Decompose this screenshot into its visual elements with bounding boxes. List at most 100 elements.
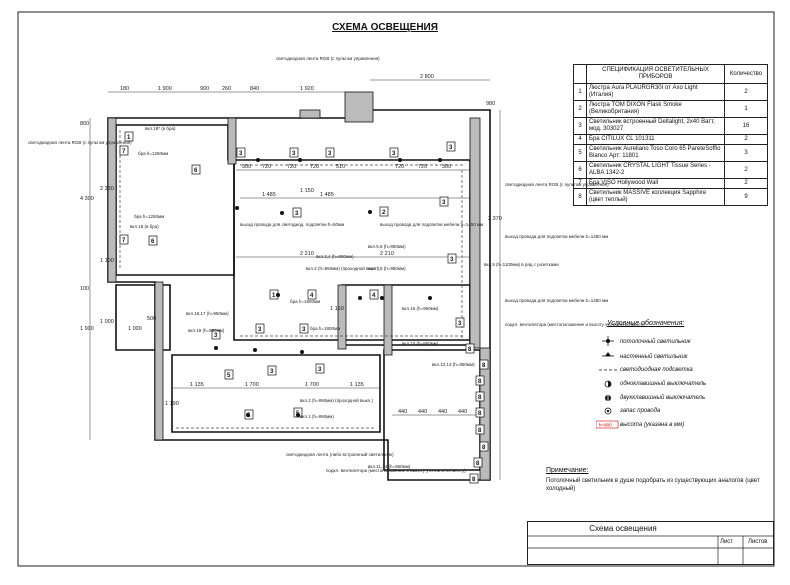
label-led-bottom: светодиодная лента (либо встроенный свет… bbox=[286, 451, 394, 457]
fixture-marker: 4 bbox=[369, 289, 379, 300]
svg-text:6: 6 bbox=[194, 168, 198, 174]
label-sw9: вкл.15 (h=950мм) bbox=[402, 306, 439, 311]
fixture-marker: 4 bbox=[307, 289, 317, 300]
note-title: Примечание: bbox=[546, 467, 589, 474]
fixture-marker: 3 bbox=[267, 365, 277, 376]
svg-text:3: 3 bbox=[328, 151, 332, 157]
label-sw6: вкл.5,6 (h=950мм) bbox=[368, 244, 406, 249]
label-sw12: вкл.12,13 (h=950мм) bbox=[432, 362, 475, 367]
ceiling-light-icon bbox=[296, 413, 300, 417]
label-sw7: вкл.9 (h=1100мм) в ряд с розетками bbox=[484, 262, 559, 267]
fixture-marker: 7 bbox=[119, 145, 129, 156]
dim-text: 1 135 bbox=[190, 382, 204, 388]
svg-text:3: 3 bbox=[392, 151, 396, 157]
dim-text: 440 bbox=[438, 409, 447, 415]
svg-text:3: 3 bbox=[258, 327, 262, 333]
fixture-marker: 8 bbox=[473, 457, 483, 468]
fixture-marker: 3 bbox=[446, 141, 456, 152]
dim-text: 1 135 bbox=[350, 382, 364, 388]
fixture-marker: 3 bbox=[289, 147, 299, 158]
dim-text: 440 bbox=[398, 409, 407, 415]
svg-text:2: 2 bbox=[382, 210, 386, 216]
ceiling-light-icon bbox=[602, 336, 614, 346]
svg-text:8: 8 bbox=[478, 411, 482, 417]
dim-text: 840 bbox=[250, 86, 259, 92]
dim-text: 1 920 bbox=[300, 86, 314, 92]
dim-text: 2 800 bbox=[420, 74, 434, 80]
svg-text:6: 6 bbox=[151, 239, 155, 245]
dim-text: 720 bbox=[395, 164, 404, 170]
dim-text: 1 485 bbox=[320, 192, 334, 198]
page-title: СХЕМА ОСВЕЩЕНИЯ bbox=[332, 22, 438, 33]
fixture-marker: 3 bbox=[211, 329, 221, 340]
fixture-marker: 3 bbox=[315, 363, 325, 374]
plan-labels: светодиодная лента RGB (с пультом управл… bbox=[28, 56, 645, 473]
wire-reserve-icon bbox=[604, 407, 612, 415]
legend-item: светодиодная подсветка bbox=[620, 367, 693, 373]
fixture-marker: 8 bbox=[475, 375, 485, 386]
label-sw2: вкл.18 (в бра) bbox=[130, 224, 159, 229]
ceiling-light-icon bbox=[253, 348, 257, 352]
dim-text: 180 bbox=[120, 86, 129, 92]
svg-text:3: 3 bbox=[449, 145, 453, 151]
svg-text:4: 4 bbox=[372, 293, 376, 299]
double-switch-icon bbox=[605, 395, 611, 401]
dim-text: 800 bbox=[80, 121, 89, 127]
fixture-marker: 8 bbox=[465, 343, 475, 354]
dim-text: 1 100 bbox=[100, 258, 114, 264]
fixture-marker: 3 bbox=[325, 147, 335, 158]
ceiling-light-icon bbox=[438, 158, 442, 162]
svg-text:1: 1 bbox=[127, 135, 131, 141]
dim-text: 4 300 bbox=[80, 196, 94, 202]
title-block-sheet: Лист bbox=[720, 539, 734, 545]
label-wire-left: выход провода для светодиод. подсветки h… bbox=[240, 222, 344, 227]
ceiling-light-icon bbox=[358, 296, 362, 300]
label-wire-mid: выход провода для подсветки мебели h=145… bbox=[380, 222, 483, 227]
fixture-marker: 6 bbox=[148, 235, 158, 246]
dim-text: 440 bbox=[418, 409, 427, 415]
legend-item: высота (указана в мм) bbox=[620, 422, 685, 428]
label-rgb-top: светодиодная лента RGB (с пультом управл… bbox=[276, 56, 380, 61]
dim-text: 440 bbox=[458, 409, 467, 415]
led-strips bbox=[119, 130, 465, 429]
label-rgb-right: светодиодная лента RGB (с пультом управл… bbox=[505, 182, 609, 187]
legend-item: настенный светильник bbox=[620, 354, 688, 360]
ceiling-light-icon bbox=[298, 158, 302, 162]
ceiling-light-icon bbox=[214, 346, 218, 350]
dim-text: 980 bbox=[486, 101, 495, 107]
fixture-marker: 3 bbox=[299, 323, 309, 334]
svg-text:3: 3 bbox=[318, 367, 322, 373]
ceiling-light-icon bbox=[398, 158, 402, 162]
height-tag-icon: h=800 bbox=[596, 420, 619, 429]
ceiling-light-icon bbox=[300, 350, 304, 354]
legend-item: потолочный светильник bbox=[620, 339, 691, 345]
fixture-marker: 7 bbox=[119, 234, 129, 245]
dim-text: 500 bbox=[147, 316, 156, 322]
label-bra1: бра h=1250мм bbox=[138, 151, 168, 156]
fixture-marker: 3 bbox=[439, 196, 449, 207]
fixture-symbols bbox=[214, 158, 442, 417]
fixture-marker: 3 bbox=[236, 147, 246, 158]
dim-text: 1 485 bbox=[262, 192, 276, 198]
label-bra4: бра h=1800мм bbox=[310, 326, 340, 331]
plan-wall-fills bbox=[107, 91, 491, 481]
dim-text: 2 210 bbox=[380, 251, 394, 257]
fixture-marker: 3 bbox=[292, 207, 302, 218]
fixture-markers: 1 1 2 3 3 3 3 3 3 3 3 3 3 3 3 3 3 4 4 5 … bbox=[119, 131, 489, 484]
dim-text: 510 bbox=[336, 164, 345, 170]
label-vent-bottom: подкл. вентилятора (местоположение и выс… bbox=[326, 468, 466, 473]
label-wire-right2: выход провода для подсветки мебели h=145… bbox=[505, 298, 608, 303]
svg-text:3: 3 bbox=[442, 200, 446, 206]
dim-text: 2 330 bbox=[100, 186, 114, 192]
dim-text: 260 bbox=[222, 86, 231, 92]
fixture-marker: 3 bbox=[255, 323, 265, 334]
svg-text:8: 8 bbox=[476, 461, 480, 467]
svg-text:8: 8 bbox=[468, 347, 472, 353]
fixture-marker: 5 bbox=[224, 369, 234, 380]
title-block-grid bbox=[528, 535, 773, 564]
